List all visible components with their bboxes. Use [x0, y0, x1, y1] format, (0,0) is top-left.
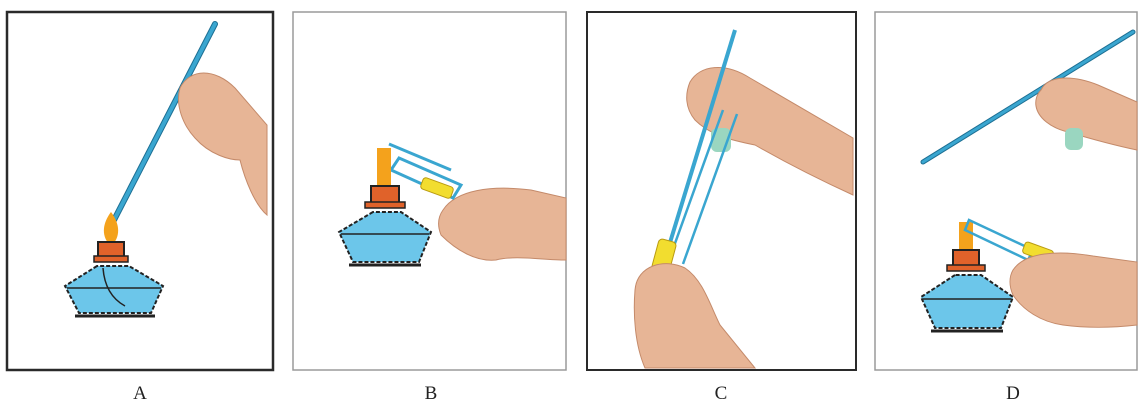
flame: [377, 148, 391, 188]
panel-b-illustration: [291, 10, 568, 372]
label-a: A: [120, 383, 160, 405]
panel-c-frame: [587, 12, 856, 370]
panel-c: [585, 10, 858, 372]
panel-a: [5, 10, 275, 372]
tube-liquid: [1065, 128, 1083, 150]
panel-d-illustration: [873, 10, 1139, 372]
panel-c-illustration: [585, 10, 858, 372]
panel-d: [873, 10, 1139, 372]
panel-a-illustration: [5, 10, 275, 372]
label-c: C: [701, 383, 741, 405]
panel-b: [291, 10, 568, 372]
label-b: B: [411, 383, 451, 405]
label-d: D: [993, 383, 1033, 405]
